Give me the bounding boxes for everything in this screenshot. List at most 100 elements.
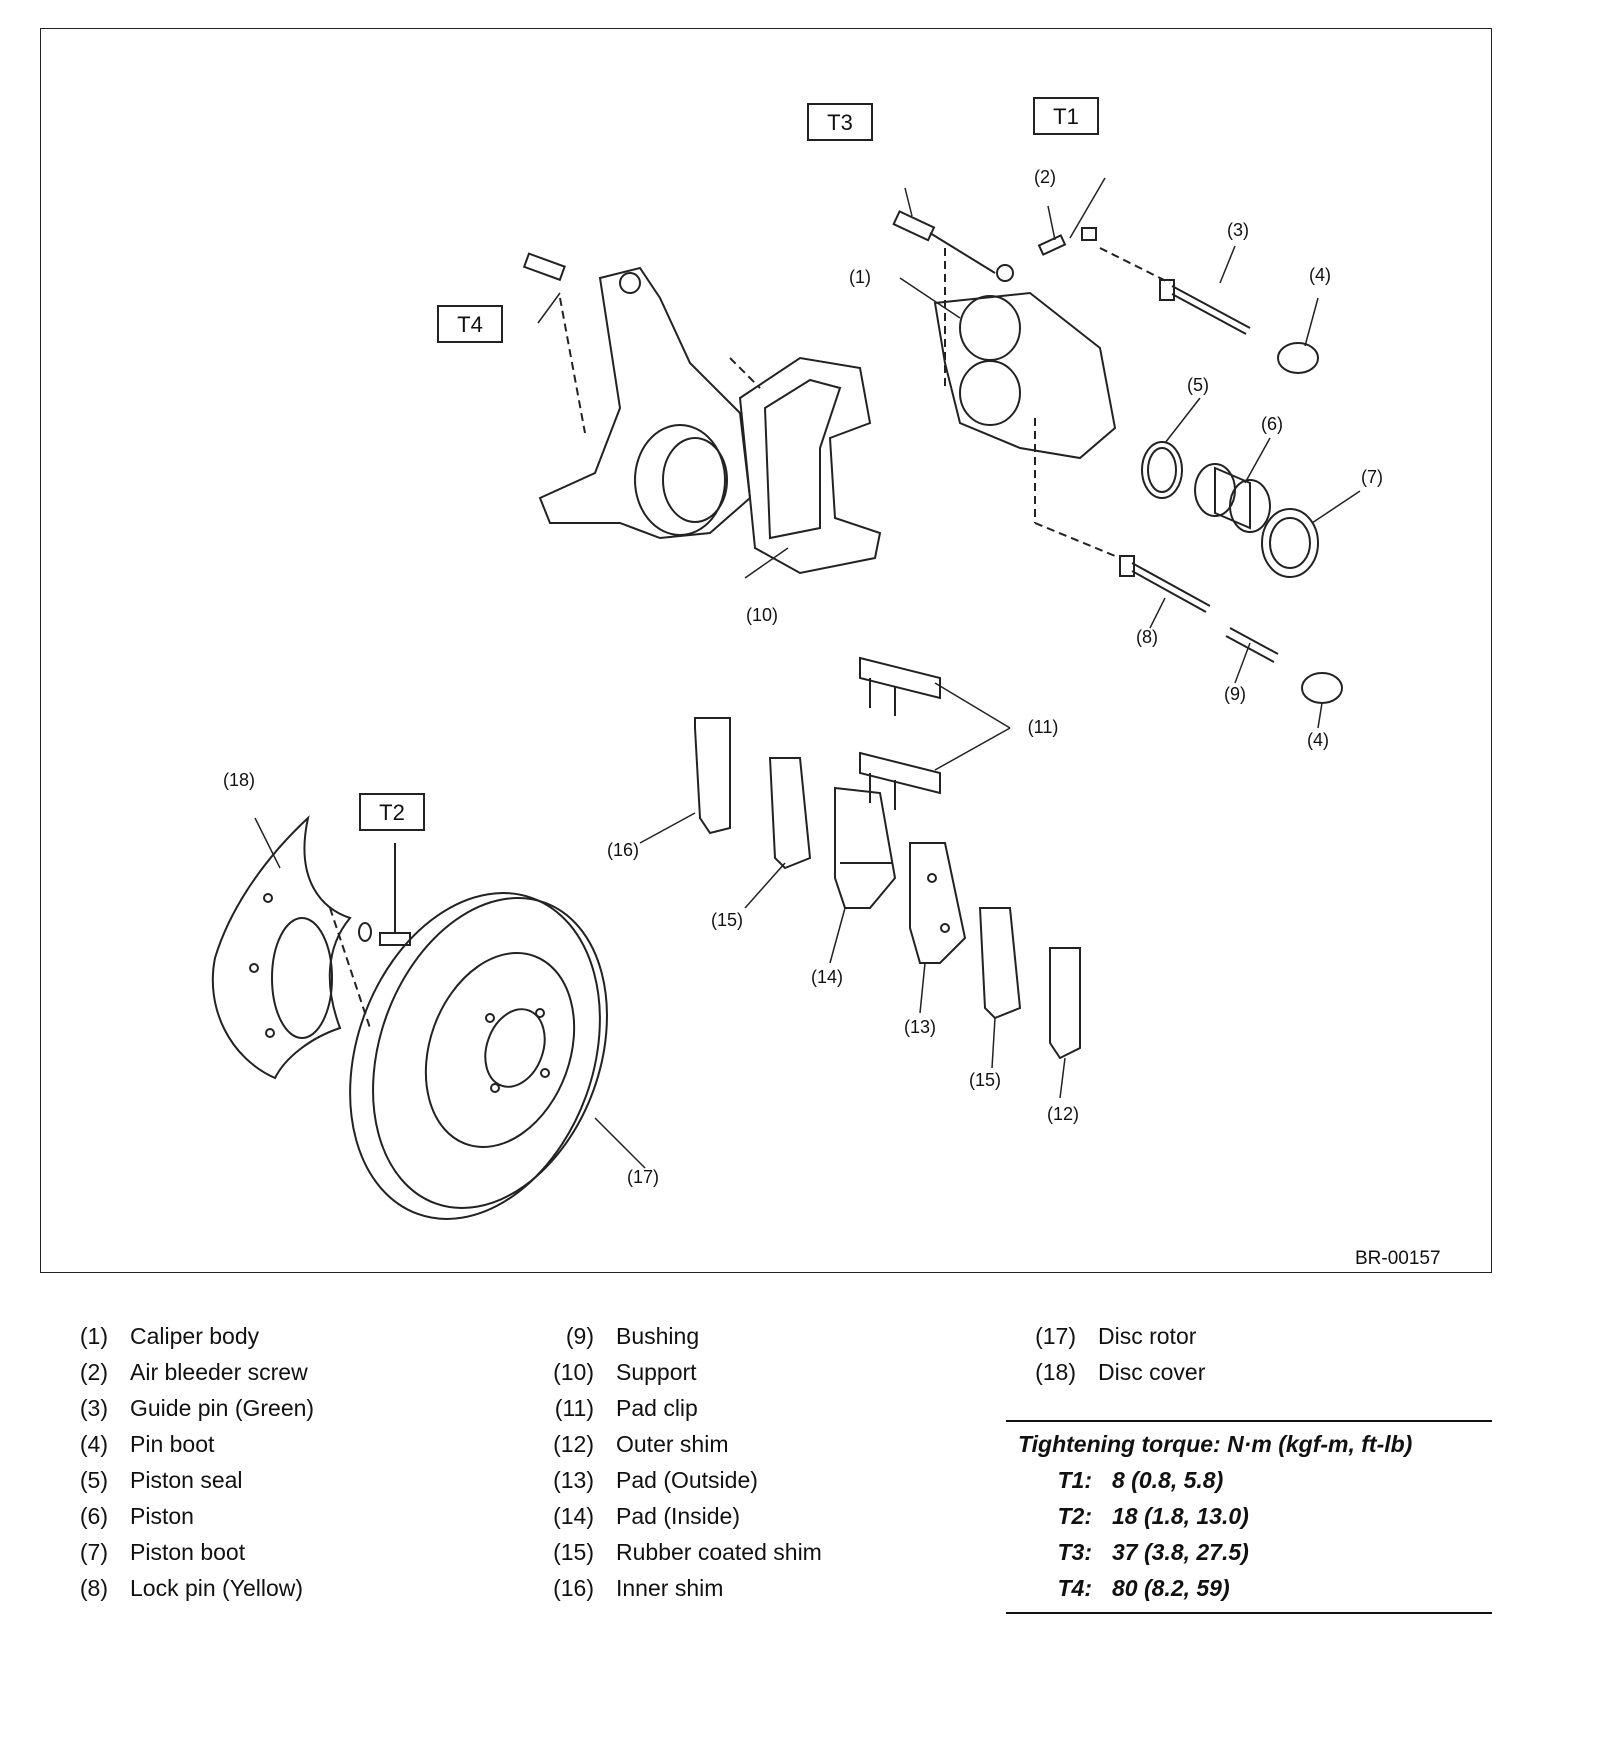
callout-17: (17) (627, 1167, 659, 1187)
lock-pin-part (1034, 522, 1211, 613)
legend-name: Rubber coated shim (616, 1538, 822, 1565)
support-part (738, 356, 882, 575)
legend-name: Support (616, 1358, 697, 1385)
torque-code: T2: (1057, 1502, 1093, 1529)
legend-number: (16) (553, 1574, 594, 1601)
guide-pin-part (1099, 247, 1251, 335)
bushing-part (1225, 627, 1279, 663)
callout-14: (14) (811, 967, 843, 987)
rubber-coated-shim-part (768, 757, 1022, 1020)
torque-code: T4: (1057, 1574, 1093, 1601)
callout-16: (16) (607, 840, 639, 860)
legend-item: (7) Piston boot (72, 1534, 314, 1570)
exploded-brake-diagram: T3 T1 T4 T2 (1) (2) (3) (4) (4) (5) (6) … (211, 97, 1383, 1220)
torque-value: 37 (3.8, 27.5) (1112, 1538, 1249, 1565)
callout-4-lower: (4) (1307, 730, 1329, 750)
t3-tag: T3 (827, 110, 853, 135)
legend-item: (2)Air bleeder screw (72, 1354, 314, 1390)
callout-8: (8) (1136, 627, 1158, 647)
piston-boot-part (1261, 508, 1319, 578)
torque-row: T4: 80 (8.2, 59) (1006, 1570, 1492, 1606)
t4-bolt-part (522, 252, 566, 282)
legend-number: (15) (553, 1538, 594, 1565)
legend-number: (7) (79, 1538, 108, 1565)
legend-number: (13) (553, 1466, 594, 1493)
callout-10: (10) (746, 605, 778, 625)
disc-cover-part (211, 815, 371, 1080)
t2-tag-box (359, 793, 425, 831)
legend-item: (18)Disc cover (1030, 1354, 1205, 1390)
callout-1: (1) (849, 267, 871, 287)
legend-number: (5) (79, 1466, 108, 1493)
legend-name: Piston (130, 1502, 194, 1529)
legend-item: (8)Lock pin (Yellow) (72, 1570, 314, 1606)
legend-item: (5)Piston seal (72, 1462, 314, 1498)
legend-number: (9) (565, 1322, 594, 1349)
legend-number: (3) (79, 1394, 108, 1421)
figure-frame (40, 28, 1492, 1273)
outer-shim-part (1049, 947, 1081, 1060)
legend-name: Pin boot (130, 1430, 215, 1457)
t1-tag-box (1033, 97, 1099, 135)
legend-item: (11)Pad clip (538, 1390, 822, 1426)
legend-item: (3) Guide pin (Green) (72, 1390, 314, 1426)
legend-number: (1) (79, 1322, 108, 1349)
callout-2: (2) (1034, 167, 1056, 187)
piston-seal-part (1141, 441, 1183, 499)
legend-name: Caliper body (130, 1322, 260, 1349)
legend-number: (17) (1035, 1322, 1076, 1349)
legend-number: (8) (79, 1574, 108, 1601)
callout-15-upper: (15) (711, 910, 743, 930)
legend-number: (6) (79, 1502, 108, 1529)
torque-table: Tightening torque: N·m (kgf-m, ft-lb) T1… (1006, 1420, 1492, 1614)
callout-7: (7) (1361, 467, 1383, 487)
legend-name: Pad (Outside) (616, 1466, 758, 1493)
legend-item: (9)Bushing (538, 1318, 822, 1354)
legend-number: (10) (553, 1358, 594, 1385)
callout-18: (18) (223, 770, 255, 790)
legend-item: (15) Rubber coated shim (538, 1534, 822, 1570)
legend-name: Pad clip (616, 1394, 698, 1421)
torque-value: 80 (8.2, 59) (1112, 1574, 1230, 1601)
legend-name: Piston boot (130, 1538, 246, 1565)
legend-number: (12) (553, 1430, 594, 1457)
legend-item: (17) Disc rotor (1030, 1318, 1205, 1354)
torque-value: 18 (1.8, 13.0) (1112, 1502, 1249, 1529)
legend-name: Outer shim (616, 1430, 729, 1457)
callout-6: (6) (1261, 414, 1283, 434)
callout-12: (12) (1047, 1104, 1079, 1124)
legend-number: (18) (1035, 1358, 1076, 1385)
callout-11: (11) (1028, 717, 1059, 737)
callout-5: (5) (1187, 375, 1209, 395)
pad-clip-part (859, 656, 941, 810)
callout-3: (3) (1227, 220, 1249, 240)
piston-part (1194, 463, 1271, 533)
pad-inside-part (834, 786, 897, 909)
inner-shim-part (694, 717, 731, 835)
torque-table-title: Tightening torque: N·m (kgf-m, ft-lb) (1018, 1430, 1413, 1457)
legend-number: (4) (79, 1430, 108, 1457)
legend-name: Disc rotor (1098, 1322, 1197, 1349)
torque-code: T3: (1057, 1538, 1093, 1565)
torque-code: T1: (1057, 1466, 1093, 1493)
torque-row: T3: 37 (3.8, 27.5) (1006, 1534, 1492, 1570)
legend-item: (4) Pin boot (72, 1426, 314, 1462)
t3-tag-box (807, 103, 873, 141)
callout-13: (13) (904, 1017, 936, 1037)
legend-name: Inner shim (616, 1574, 724, 1601)
legend-column-3: (17) Disc rotor (18)Disc cover (1030, 1318, 1205, 1390)
legend-item: (6) Piston (72, 1498, 314, 1534)
t4-tag-box (437, 305, 503, 343)
legend-name: Guide pin (Green) (130, 1394, 315, 1421)
t2-tag: T2 (379, 800, 405, 825)
figure-id: BR-00157 (1355, 1248, 1441, 1269)
steering-knuckle-part (538, 266, 761, 540)
legend-number: (14) (553, 1502, 594, 1529)
pad-outside-part (909, 842, 967, 964)
legend-name: Pad (Inside) (616, 1502, 741, 1529)
t1-tag: T1 (1053, 104, 1079, 129)
callout-4-upper: (4) (1309, 265, 1331, 285)
air-bleeder-screw-part (1037, 227, 1097, 256)
t3-bolt-part (892, 210, 1014, 282)
torque-row: T2: 18 (1.8, 13.0) (1006, 1498, 1492, 1534)
